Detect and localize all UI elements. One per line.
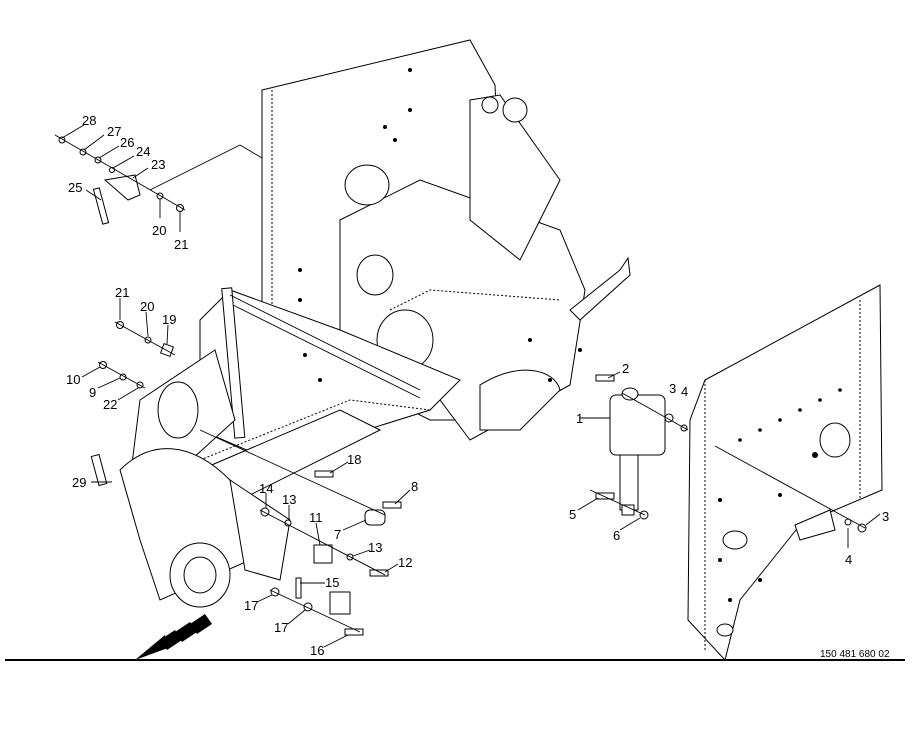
callout-14: 14 xyxy=(259,481,273,496)
callout-25: 25 xyxy=(68,180,82,195)
callout-29: 29 xyxy=(72,475,86,490)
callout-8: 8 xyxy=(411,479,418,494)
callout-19: 19 xyxy=(162,312,176,327)
callout-10: 10 xyxy=(66,372,80,387)
callout-4: 4 xyxy=(681,384,688,399)
callout-16: 16 xyxy=(310,643,324,658)
callout-27: 27 xyxy=(107,124,121,139)
callout-17: 17 xyxy=(244,598,258,613)
callout-9: 9 xyxy=(89,385,96,400)
linear-actuator xyxy=(609,387,666,516)
callout-18: 18 xyxy=(347,452,361,467)
callout-20: 20 xyxy=(152,223,166,238)
callout-12: 12 xyxy=(398,555,412,570)
callout-23: 23 xyxy=(151,157,165,172)
callout-3: 3 xyxy=(669,381,676,396)
callout-7: 7 xyxy=(334,527,341,542)
callout-1: 1 xyxy=(576,411,583,426)
main-frame xyxy=(119,39,631,608)
callout-13: 13 xyxy=(282,492,296,507)
side-plate xyxy=(687,284,883,662)
callout-26: 26 xyxy=(120,135,134,150)
small-parts xyxy=(58,136,867,636)
callout-17b: 17 xyxy=(274,620,288,635)
callout-24: 24 xyxy=(136,144,150,159)
callout-20b: 20 xyxy=(140,299,154,314)
callout-5: 5 xyxy=(569,507,576,522)
direction-arrow xyxy=(135,614,212,660)
callout-13b: 13 xyxy=(368,540,382,555)
callout-21b: 21 xyxy=(115,285,129,300)
leader-lines xyxy=(61,124,881,648)
callout-11: 11 xyxy=(309,510,323,525)
callout-28: 28 xyxy=(82,113,96,128)
callout-4b: 4 xyxy=(845,552,852,567)
callout-22: 22 xyxy=(103,397,117,412)
assembly-lines xyxy=(54,134,866,633)
callout-3b: 3 xyxy=(882,509,889,524)
callout-15: 15 xyxy=(325,575,339,590)
callout-21: 21 xyxy=(174,237,188,252)
callout-6: 6 xyxy=(613,528,620,543)
callout-2: 2 xyxy=(622,361,629,376)
drawing-number: 150 481 680 02 xyxy=(820,649,890,660)
callouts: 28 27 26 24 23 25 20 21 21 20 19 10 9 22… xyxy=(66,113,889,658)
